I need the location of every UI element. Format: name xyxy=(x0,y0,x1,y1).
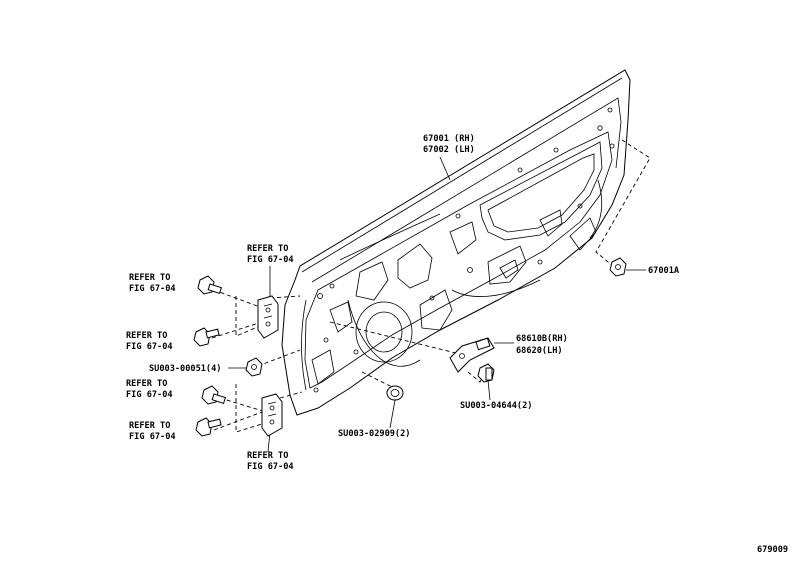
bolt-su003-04644 xyxy=(477,363,495,383)
label-67001a: 67001A xyxy=(648,266,680,276)
label-check-lh: 68620(LH) xyxy=(516,346,563,356)
label-su003-04644: SU003-04644(2) xyxy=(460,401,532,411)
hinge-bolt-1 xyxy=(197,275,223,295)
label-door-panel-rh: 67001 (RH) xyxy=(423,134,475,144)
part-67001a xyxy=(609,257,627,277)
refer-to-label-6: REFER TO xyxy=(247,451,288,461)
fig-ref-label-2: FIG 67-04 xyxy=(129,284,176,294)
diagram-id: 679009 xyxy=(757,545,788,555)
leader-lines xyxy=(211,139,651,453)
lower-hinge xyxy=(261,393,283,437)
nut-su003-00051 xyxy=(245,357,263,377)
door-check-68610b xyxy=(449,337,495,373)
label-su003-00051: SU003-00051(4) xyxy=(149,364,221,374)
fig-ref-label-6: FIG 67-04 xyxy=(247,462,294,472)
hinge-bolt-3 xyxy=(201,385,227,405)
refer-to-label-5: REFER TO xyxy=(129,421,170,431)
hinge-bolt-4 xyxy=(195,417,222,437)
plug-su003-02909 xyxy=(386,385,404,401)
label-check-rh: 68610B(RH) xyxy=(516,334,568,344)
fig-ref-label-1: FIG 67-04 xyxy=(247,255,294,265)
refer-to-label-1: REFER TO xyxy=(247,244,288,254)
label-door-panel-lh: 67002 (LH) xyxy=(423,145,475,155)
label-su003-02909: SU003-02909(2) xyxy=(338,429,410,439)
fig-ref-label-4: FIG 67-04 xyxy=(126,390,173,400)
hinge-bolt-2 xyxy=(193,327,220,347)
refer-to-label-4: REFER TO xyxy=(126,379,167,389)
refer-to-label-3: REFER TO xyxy=(126,331,167,341)
fig-ref-label-5: FIG 67-04 xyxy=(129,432,176,442)
fig-ref-label-3: FIG 67-04 xyxy=(126,342,173,352)
refer-to-label-2: REFER TO xyxy=(129,273,170,283)
upper-hinge xyxy=(257,295,279,339)
